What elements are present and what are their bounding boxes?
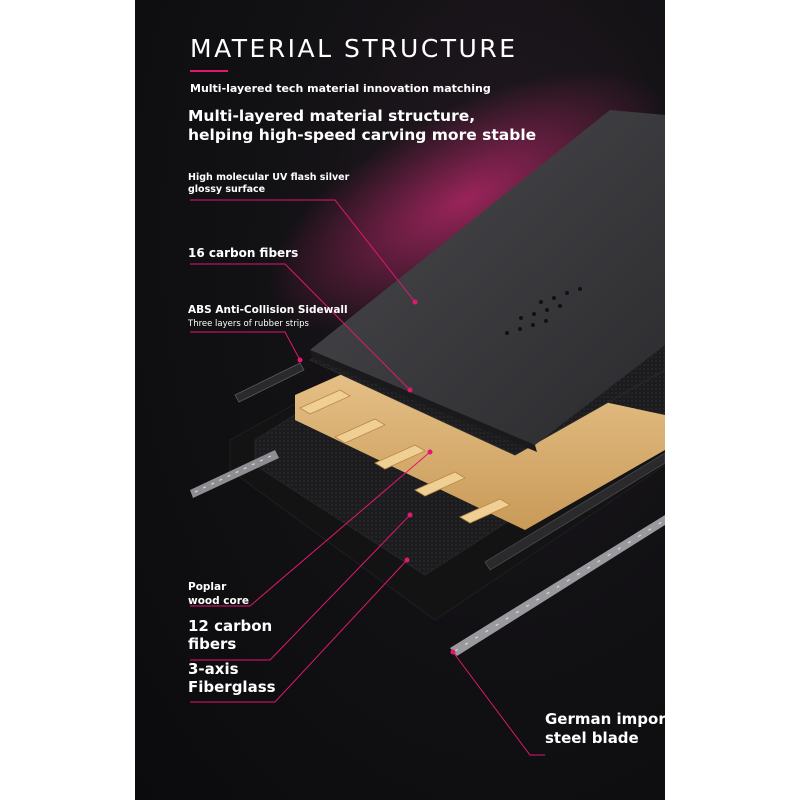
label-carbon16: 16 carbon fibers xyxy=(188,246,299,260)
label-blade-line1: German import xyxy=(545,710,665,728)
label-poplar-line2: wood core xyxy=(188,595,250,607)
label-poplar-line1: Poplar xyxy=(188,581,227,593)
poster: MATERIAL STRUCTURE Multi-layered tech ma… xyxy=(135,0,665,800)
label-blade-line2: steel blade xyxy=(545,729,639,747)
steel-blade-left xyxy=(190,450,279,498)
label-surface-line1: High molecular UV flash silver xyxy=(188,172,350,183)
layer-illustration xyxy=(190,69,665,756)
callout-dots xyxy=(297,299,456,655)
label-fiberglass-line1: 3-axis xyxy=(188,660,239,678)
label-surface-line2: glossy surface xyxy=(188,184,266,195)
top-sheet xyxy=(310,110,665,445)
pink-glow xyxy=(266,69,664,331)
wood-slats xyxy=(299,389,511,524)
page-title: MATERIAL STRUCTURE xyxy=(190,34,518,63)
label-sidewall-sub: Three layers of rubber strips xyxy=(188,319,309,329)
label-sidewall: ABS Anti-Collision Sidewall xyxy=(188,304,348,316)
label-fiberglass-line2: Fiberglass xyxy=(188,678,276,696)
sidewall-strip-left xyxy=(234,362,305,403)
top-sheet-edge xyxy=(310,350,537,452)
sidewall-strip-right xyxy=(484,452,665,571)
title-accent-bar xyxy=(190,70,228,72)
headline-line2: helping high-speed carving more stable xyxy=(188,126,537,144)
subtitle: Multi-layered tech material innovation m… xyxy=(190,82,491,95)
headline-line1: Multi-layered material structure, xyxy=(188,107,476,125)
callout-lines xyxy=(190,199,545,756)
steel-blade-right xyxy=(450,515,665,656)
label-carbon12-line1: 12 carbon xyxy=(188,617,273,635)
label-carbon12-line2: fibers xyxy=(188,635,237,653)
binding-holes xyxy=(505,287,582,335)
